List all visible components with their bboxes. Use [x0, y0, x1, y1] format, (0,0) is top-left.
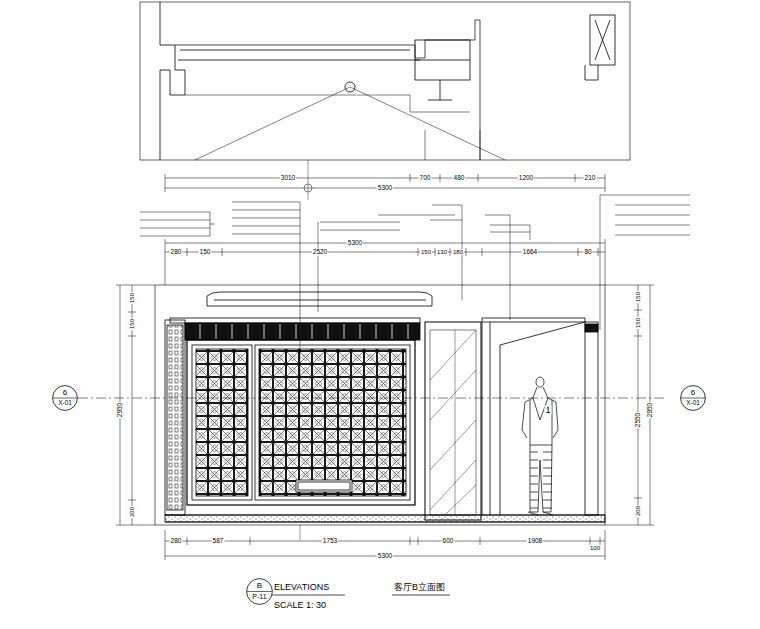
scale-note: SCALE 1: 30	[273, 601, 327, 610]
drawing-title: 客厅B立面图	[394, 583, 445, 592]
dimension: 600	[442, 538, 455, 545]
dimension: 80	[583, 249, 592, 256]
dimension: 2950	[647, 402, 654, 418]
dimension: 280	[170, 249, 183, 256]
callout-number: 1	[544, 406, 551, 415]
dimension: 200	[635, 505, 641, 517]
dimension: 150	[635, 317, 641, 329]
dimension: 5300	[377, 553, 393, 560]
sheet-reference: P-11	[246, 593, 273, 600]
callout-letter: B	[246, 582, 273, 590]
dimension: 150	[420, 249, 432, 255]
dimension: 2550	[635, 412, 642, 428]
dimension: 150	[199, 249, 212, 256]
dimension: 5300	[377, 185, 393, 192]
callout-letter: 6	[680, 389, 706, 397]
dimension: 200	[129, 506, 135, 518]
dimension: 1664	[522, 249, 538, 256]
dimension: 280	[170, 538, 183, 545]
dimension: 130	[436, 249, 448, 255]
sheet-reference: X-01	[680, 400, 706, 407]
dimension: 480	[453, 175, 466, 182]
dimension: 1753	[322, 538, 338, 545]
dimension: 100	[589, 545, 601, 551]
dimension: 700	[419, 175, 432, 182]
axis-marker: 6X-01	[680, 385, 706, 411]
sheet-reference: X-01	[52, 400, 78, 407]
dimension: 180	[452, 249, 464, 255]
dimension: 5300	[347, 240, 363, 247]
dimension: 150	[129, 292, 135, 304]
dimension: 150	[635, 291, 641, 303]
dimension: 1908	[527, 538, 543, 545]
dimension: 150	[129, 318, 135, 330]
callout-letter: 6	[52, 389, 78, 397]
view-label: ELEVATIONS	[273, 583, 330, 592]
dimension: 2520	[312, 249, 328, 256]
dimension: 210	[584, 175, 597, 182]
dimension: 3010	[280, 175, 296, 182]
dimension: 587	[212, 538, 225, 545]
dimension: 2950	[117, 402, 124, 418]
dimension: 1200	[518, 175, 534, 182]
section-callout: B P-11	[246, 578, 273, 605]
axis-marker: 6X-01	[52, 385, 78, 411]
